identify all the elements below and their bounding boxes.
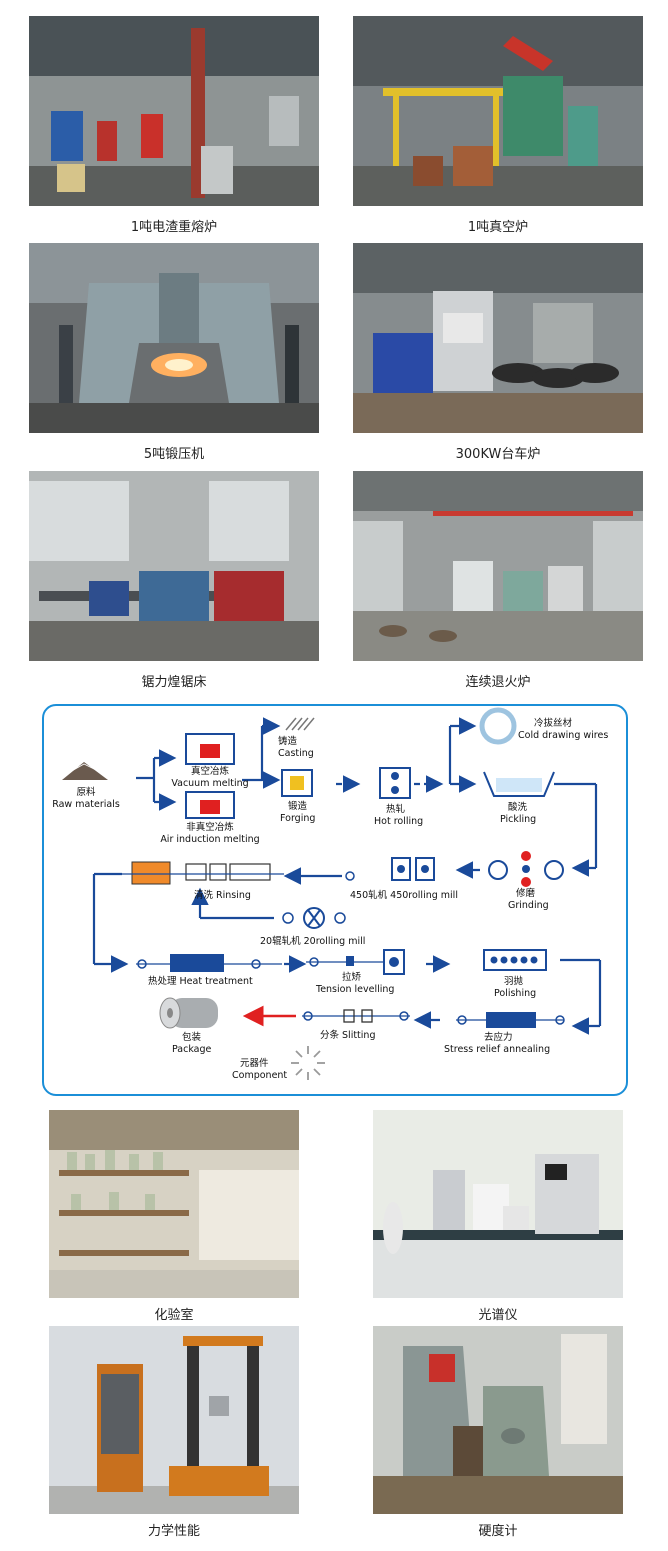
tension-cn: 拉矫: [342, 971, 362, 983]
cold-en: Cold drawing wires: [518, 730, 608, 741]
grinding-cn: 修磨: [516, 887, 536, 899]
slitting-label: 分条 Slitting: [320, 1029, 375, 1041]
vacuum-furnace-photo: [353, 16, 643, 206]
pickling-icon: [483, 771, 555, 797]
spectrometer-photo: [373, 1110, 623, 1298]
photo-caption: 5吨锻压机: [143, 447, 205, 462]
raw-materials-icon: [62, 762, 108, 780]
forging-icon: [281, 769, 313, 797]
photo-caption: 锯力煌锯床: [141, 675, 207, 690]
casting-cn: 铸造: [278, 735, 298, 747]
grinding-en: Grinding: [508, 900, 549, 911]
polish-cn: 羽抛: [504, 975, 524, 987]
mill450-label: 450轧机 450rolling mill: [350, 889, 458, 901]
grinding-icon: [488, 860, 508, 880]
component-cn: 元器件: [240, 1057, 269, 1069]
lab-caption: 化验室: [154, 1308, 194, 1323]
package-en: Package: [172, 1044, 212, 1055]
process-flow-diagram: 原料 Raw materials 真空冶炼 Vacuum melting 非真空…: [42, 704, 628, 1096]
forging-en: Forging: [280, 813, 315, 824]
lab-caption: 硬度计: [478, 1524, 518, 1539]
tension-icon: [309, 957, 319, 967]
vacuum-en: Vacuum melting: [171, 778, 248, 789]
hardness-tester-photo: [373, 1326, 623, 1514]
chemistry-lab-photo: [49, 1110, 299, 1298]
bogie-furnace-photo: [353, 243, 643, 433]
package-roll-icon: [170, 998, 218, 1028]
polish-en: Polishing: [494, 988, 536, 999]
component-icon: [291, 1046, 325, 1080]
air-cn: 非真空冶炼: [186, 821, 234, 833]
polishing-icon: [483, 949, 547, 971]
cold-cn: 冷拔丝材: [534, 717, 573, 729]
forging-cn: 锻造: [288, 800, 308, 812]
hot-en: Hot rolling: [374, 816, 423, 827]
stress-relief-icon: [457, 1015, 467, 1025]
raw-cn: 原料: [76, 786, 96, 798]
coil-icon: [479, 707, 517, 745]
stress-cn: 去应力: [484, 1031, 513, 1043]
air-furnace-icon: [185, 791, 235, 819]
lab-caption: 光谱仪: [478, 1308, 518, 1323]
slitting-icon: [303, 1011, 313, 1021]
photo-caption: 300KW台车炉: [455, 447, 541, 462]
forging-press-photo: [29, 243, 319, 433]
casting-en: Casting: [278, 748, 314, 759]
vacuum-furnace-icon: [185, 733, 235, 765]
hot-rolling-icon: [379, 767, 411, 799]
rinsing-tank-icon: [131, 861, 171, 885]
casting-icon: [285, 717, 315, 731]
heat-label: 热处理 Heat treatment: [148, 975, 253, 987]
annealing-furnace-photo: [353, 471, 643, 661]
pickling-cn: 酸洗: [508, 801, 528, 813]
tension-en: Tension levelling: [315, 984, 394, 995]
package-cn: 包装: [182, 1031, 202, 1043]
photo-caption: 连续退火炉: [465, 675, 531, 690]
sawing-machine-photo: [29, 471, 319, 661]
photo-caption: 1吨电渣重熔炉: [130, 220, 218, 235]
pickling-en: Pickling: [500, 814, 536, 825]
hot-cn: 热轧: [386, 803, 406, 815]
lab-caption: 力学性能: [147, 1524, 200, 1539]
electroslag-furnace-photo: [29, 16, 319, 206]
photo-caption: 1吨真空炉: [467, 220, 529, 235]
rolling-20-icon: [282, 912, 294, 924]
air-en: Air induction melting: [160, 834, 259, 845]
stress-en: Stress relief annealing: [444, 1044, 550, 1055]
component-en: Component: [232, 1070, 287, 1081]
heat-treatment-icon: [170, 954, 224, 972]
tensile-tester-photo: [49, 1326, 299, 1514]
vacuum-cn: 真空冶炼: [191, 765, 230, 777]
rinsing-label: 清洗 Rinsing: [194, 889, 251, 901]
rolling-450-icon: [345, 871, 355, 881]
mill20-label: 20辊轧机 20rolling mill: [260, 935, 365, 947]
raw-en: Raw materials: [52, 799, 120, 810]
